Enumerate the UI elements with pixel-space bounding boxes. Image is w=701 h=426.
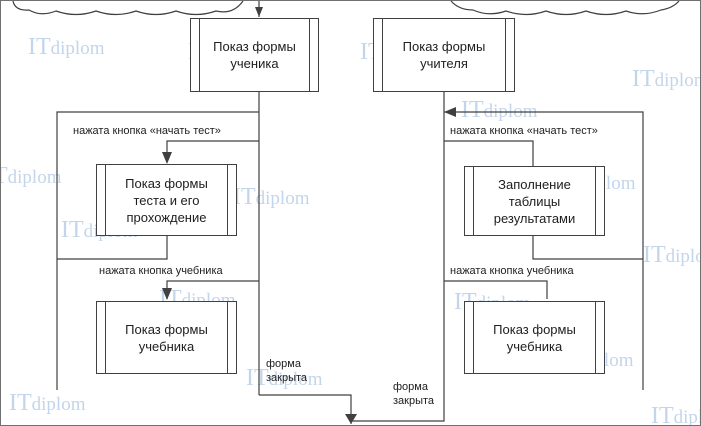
line-textbook-left bbox=[166, 280, 259, 299]
test-form-box: Показ формы теста и его прохождение bbox=[96, 164, 237, 236]
line-loop-right bbox=[444, 111, 644, 390]
line-loop-left bbox=[56, 111, 259, 390]
textbook-form-left-box: Показ формы учебника bbox=[96, 301, 237, 374]
label-form-closed-left: форма закрыта bbox=[266, 358, 308, 384]
arrow-head bbox=[162, 152, 172, 164]
line-form-closed-right bbox=[351, 403, 445, 422]
arrow-head bbox=[255, 7, 263, 17]
start-cloud-right bbox=[450, 1, 680, 16]
student-form-box: Показ формы ученика bbox=[190, 18, 319, 92]
label-textbook-left: нажата кнопка учебника bbox=[99, 265, 223, 277]
teacher-form-box: Показ формы учителя bbox=[373, 18, 515, 92]
label-form-closed-right: форма закрыта bbox=[393, 381, 435, 407]
line-start-test-right bbox=[444, 140, 534, 166]
results-table-box: Заполнение таблицы результатами bbox=[464, 166, 605, 236]
line-form-closed-left bbox=[259, 394, 352, 424]
label-textbook-right: нажата кнопка учебника bbox=[450, 265, 574, 277]
textbook-form-right-box: Показ формы учебника bbox=[464, 301, 605, 374]
arrow-head bbox=[345, 414, 357, 424]
line-textbook-right bbox=[444, 280, 548, 299]
arrow-head bbox=[444, 107, 456, 117]
label-start-test-left: нажата кнопка «начать тест» bbox=[73, 125, 221, 137]
line-start-test-left bbox=[166, 140, 259, 161]
start-cloud-left bbox=[12, 1, 244, 16]
arrow-head bbox=[162, 288, 172, 300]
label-start-test-right: нажата кнопка «начать тест» bbox=[450, 125, 598, 137]
line-results-return bbox=[532, 235, 643, 260]
line-test-return bbox=[57, 235, 168, 260]
